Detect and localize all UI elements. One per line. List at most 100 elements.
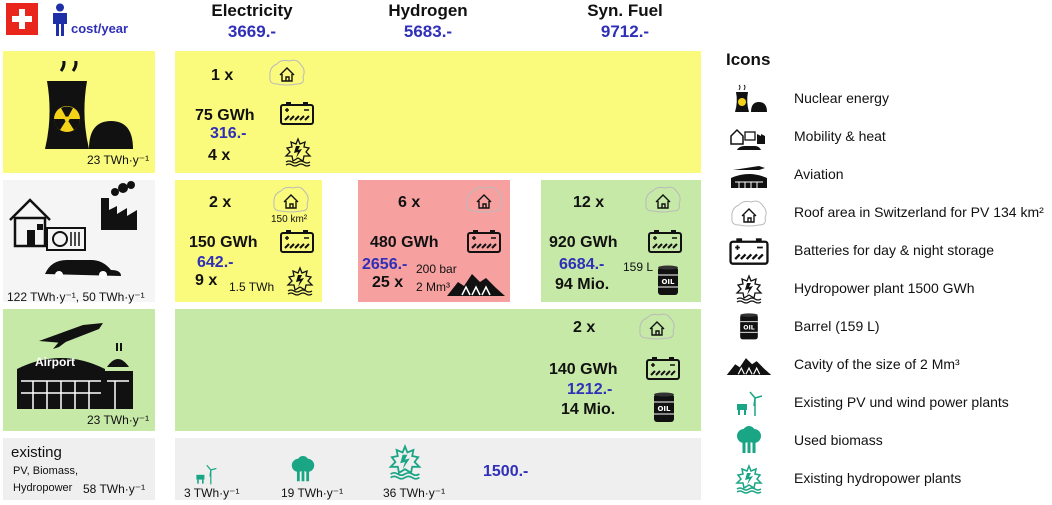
roof-icon xyxy=(643,184,683,214)
legend-label: Used biomass xyxy=(794,432,883,448)
existing-title: existing xyxy=(11,444,62,461)
roof-icon xyxy=(271,184,311,214)
column-header-synfuel: Syn. Fuel xyxy=(587,1,663,20)
pv-wind-icon xyxy=(194,462,218,486)
roof-icon xyxy=(637,311,677,341)
nuclear-electricity-area: 1 x 75 GWh 316.- 4 x xyxy=(175,51,701,173)
existing-subtitle-1: PV, Biomass, xyxy=(13,465,79,477)
legend-label: Batteries for day & night storage xyxy=(794,242,994,258)
mobility-hydrogen-cost: 2656.- xyxy=(362,256,408,273)
column-header-electricity: Electricity xyxy=(211,1,293,20)
mobility-cavity-multiplier: 25 x xyxy=(372,274,404,291)
existing-hydro-energy: 36 TWh·y⁻¹ xyxy=(383,486,446,500)
mobility-demand-label: 122 TWh·y⁻¹, 50 TWh·y⁻¹ xyxy=(7,290,145,304)
legend-label: Cavity of the size of 2 Mm³ xyxy=(794,356,960,372)
mobility-hydrogen-cell: 6 x 480 GWh 2656.- 200 bar 25 x 2 Mm³ xyxy=(358,180,510,302)
legend-item-aviation: Aviation xyxy=(726,160,844,190)
legend-item-biomass: Used biomass xyxy=(726,426,883,456)
battery-icon xyxy=(279,228,315,254)
biomass-icon xyxy=(726,426,772,456)
mobility-synfuel-cost: 6684.- xyxy=(559,256,605,273)
mobility-electricity-cell: 2 x 150 km² 150 GWh 642.- 9 x 1.5 TWh xyxy=(175,180,322,302)
legend-item-barrel: Barrel (159 L) xyxy=(726,312,880,342)
legend-label: Existing hydropower plants xyxy=(794,470,962,486)
nuclear-roof-multiplier: 1 x xyxy=(211,67,234,84)
roof-icon xyxy=(267,57,307,87)
aviation-demand-label: 23 TWh·y⁻¹ xyxy=(87,413,150,427)
mobility-hydrogen-battery-capacity: 480 GWh xyxy=(370,234,439,251)
pv-wind-icon xyxy=(726,388,772,418)
nuclear-battery-capacity: 75 GWh xyxy=(195,107,255,124)
aviation-battery-capacity: 140 GWh xyxy=(549,361,618,378)
barrel-icon xyxy=(726,312,772,342)
cavity-icon xyxy=(446,268,506,298)
column-header-hydrogen: Hydrogen xyxy=(388,1,468,20)
existing-hydro-icon xyxy=(387,444,423,480)
existing-biomass-energy: 19 TWh·y⁻¹ xyxy=(281,486,344,500)
existing-hydro-icon xyxy=(726,464,772,494)
swiss-flag-icon xyxy=(6,3,38,35)
battery-icon xyxy=(279,100,315,126)
airport-sign-label: Airport xyxy=(35,355,75,369)
nuclear-hydro-multiplier: 4 x xyxy=(208,147,231,164)
mobility-electricity-hydro-multiplier: 9 x xyxy=(195,272,218,289)
mobility-electricity-roof-multiplier: 2 x xyxy=(209,194,232,211)
cavity-icon xyxy=(726,350,772,380)
hydropower-icon xyxy=(283,137,313,167)
aviation-barrel-count: 14 Mio. xyxy=(561,401,616,418)
aviation-roof-multiplier: 2 x xyxy=(573,319,596,336)
aviation-synfuel-area: 2 x 140 GWh 1212.- 14 Mio. xyxy=(175,309,701,431)
aviation-icon xyxy=(726,160,772,190)
legend-item-pv-wind: Existing PV und wind power plants xyxy=(726,388,1009,418)
mobility-hydro-energy-note: 1.5 TWh xyxy=(229,280,275,294)
legend-label: Aviation xyxy=(794,166,844,182)
mobility-heat-icon xyxy=(726,122,772,152)
battery-icon xyxy=(726,236,772,266)
barrel-icon xyxy=(655,264,681,298)
column-cost-electricity: 3669.- xyxy=(227,22,277,41)
legend-item-roof: Roof area in Switzerland for PV 134 km² xyxy=(726,198,1044,228)
existing-subtitle-2: Hydropower xyxy=(13,482,73,494)
mobility-cavity-pressure-note: 200 bar xyxy=(416,262,457,276)
barrel-icon xyxy=(651,391,677,425)
legend-item-nuclear: Nuclear energy xyxy=(726,84,889,114)
legend-label: Roof area in Switzerland for PV 134 km² xyxy=(794,204,1044,220)
hydropower-icon xyxy=(285,266,315,296)
person-icon xyxy=(50,3,70,37)
legend-label: Mobility & heat xyxy=(794,128,886,144)
column-cost-hydrogen: 5683.- xyxy=(403,22,453,41)
legend-item-existing-hydro: Existing hydropower plants xyxy=(726,464,961,494)
nuclear-row-label-cell: 23 TWh·y⁻¹ xyxy=(3,51,155,173)
mobility-electricity-cost: 642.- xyxy=(197,254,234,271)
nuclear-icon xyxy=(726,84,772,114)
mobility-roof-area-note: 150 km² xyxy=(271,214,308,225)
legend-label: Barrel (159 L) xyxy=(794,318,880,334)
mobility-barrel-count: 94 Mio. xyxy=(555,276,610,293)
existing-cost: 1500.- xyxy=(483,463,529,480)
existing-total-label: 58 TWh·y⁻¹ xyxy=(83,482,146,496)
aviation-row-label-cell: Airport 23 TWh·y⁻¹ xyxy=(3,309,155,431)
aviation-synfuel-cost: 1212.- xyxy=(567,381,613,398)
mobility-electricity-battery-capacity: 150 GWh xyxy=(189,234,258,251)
existing-pv-energy: 3 TWh·y⁻¹ xyxy=(184,486,240,500)
mobility-synfuel-cell: 12 x 920 GWh 6684.- 159 L 94 Mio. xyxy=(541,180,701,302)
nuclear-electricity-cost: 316.- xyxy=(210,125,247,142)
column-cost-synfuel: 9712.- xyxy=(600,22,650,41)
roof-icon xyxy=(726,198,772,228)
roof-icon xyxy=(464,184,504,214)
legend-item-hydropower: Hydropower plant 1500 GWh xyxy=(726,274,975,304)
existing-row-label-cell: existing PV, Biomass, Hydropower 58 TWh·… xyxy=(3,438,155,500)
cost-per-year-label: cost/year xyxy=(71,21,129,36)
legend-label: Nuclear energy xyxy=(794,90,889,106)
legend-label: Existing PV und wind power plants xyxy=(794,394,1009,410)
mobility-heat-icon xyxy=(9,181,137,279)
battery-icon xyxy=(645,355,681,381)
biomass-icon xyxy=(289,456,317,484)
battery-icon xyxy=(466,228,502,254)
battery-icon xyxy=(647,228,683,254)
nuclear-plant-icon xyxy=(45,61,133,149)
airport-icon xyxy=(17,323,133,409)
legend-item-battery: Batteries for day & night storage xyxy=(726,236,994,266)
mobility-synfuel-battery-capacity: 920 GWh xyxy=(549,234,618,251)
nuclear-demand-label: 23 TWh·y⁻¹ xyxy=(87,153,150,167)
